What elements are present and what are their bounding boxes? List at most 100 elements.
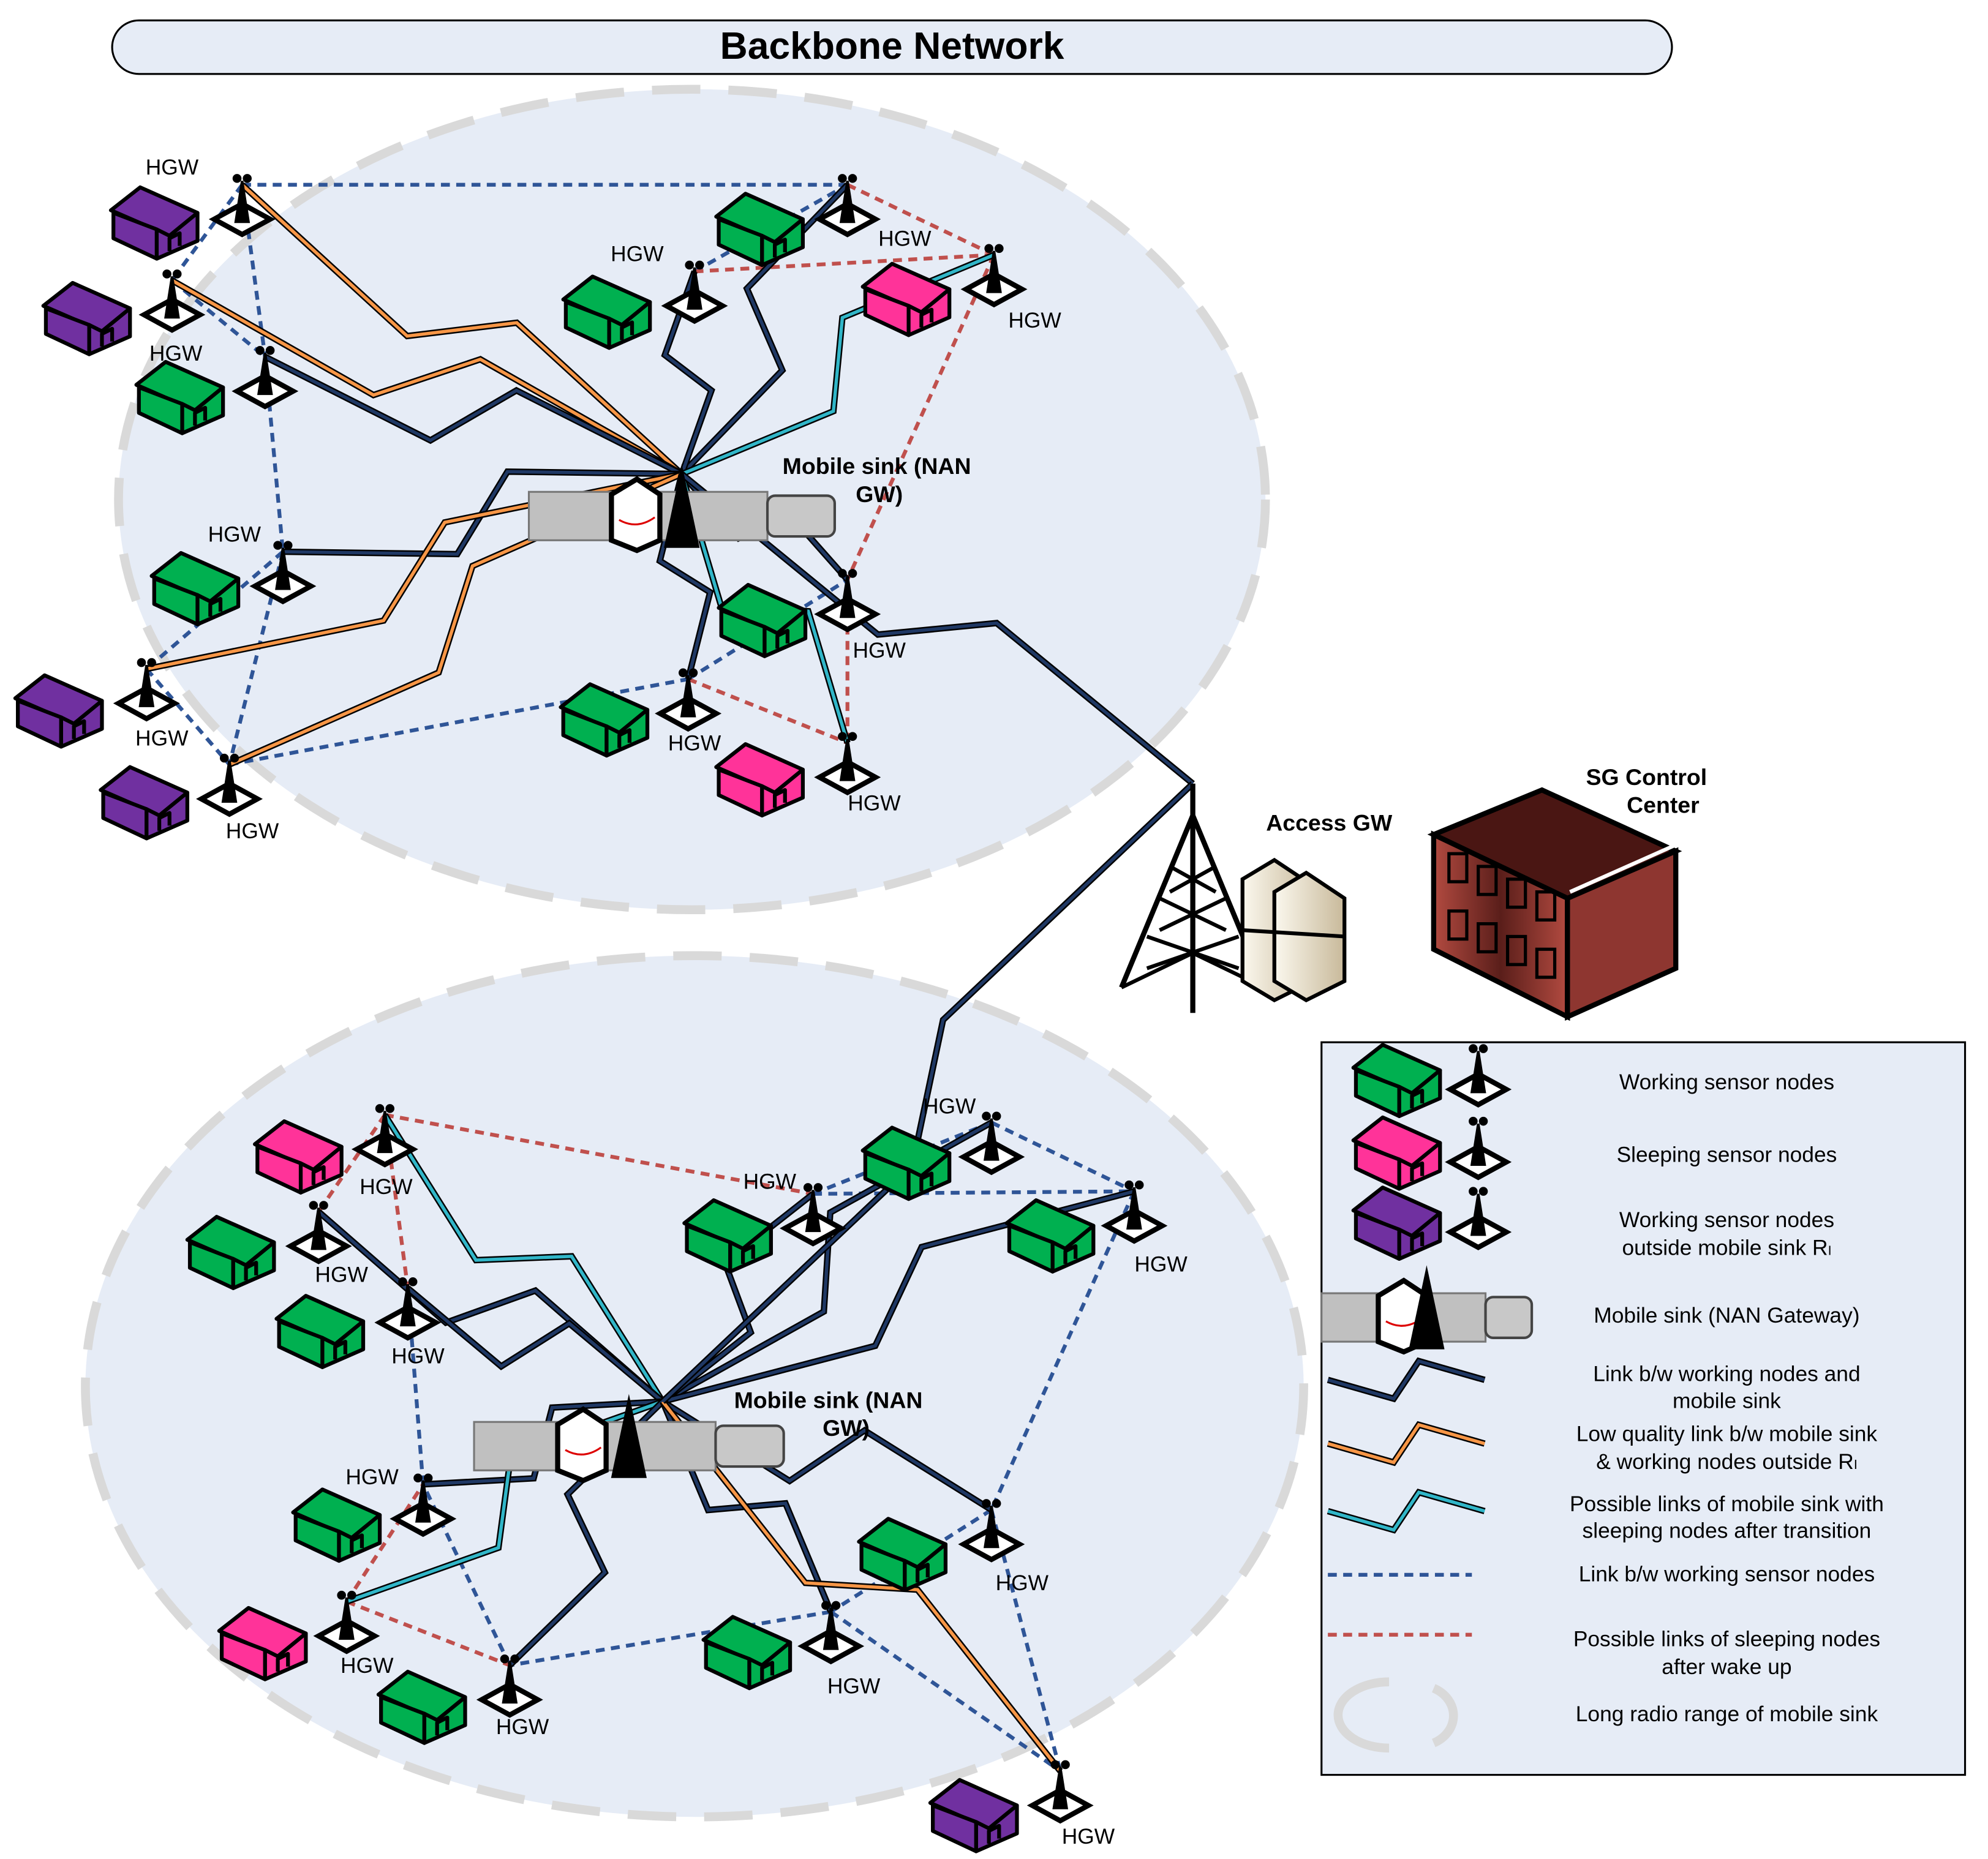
wireless-link	[679, 471, 1195, 786]
sensor-node	[253, 1104, 418, 1195]
hgw-label: HGW	[827, 1674, 881, 1698]
sensor-node	[860, 244, 1028, 337]
legend-item-label: Link b/w working sensor nodes	[1579, 1562, 1875, 1586]
hgw-label: HGW	[149, 342, 203, 366]
wireless-link	[660, 781, 1195, 1404]
legend-item-label-line2: after wake up	[1662, 1655, 1791, 1679]
antenna-icon	[208, 174, 276, 238]
backbone-title: Backbone Network	[720, 24, 1064, 67]
hgw-label: HGW	[668, 732, 721, 756]
antenna-icon	[285, 1201, 352, 1264]
sensor-node	[185, 1201, 352, 1290]
sensor-node	[857, 1499, 1025, 1593]
hgw-label: HGW	[853, 639, 906, 663]
access-gw-label: Access GW	[1266, 810, 1393, 836]
sensor-node	[701, 1601, 865, 1691]
legend-item-label: Long radio range of mobile sink	[1576, 1702, 1878, 1726]
sensor-node	[217, 1590, 380, 1681]
house-icon	[1351, 1115, 1442, 1191]
sensor-link	[345, 1599, 511, 1667]
antenna-icon	[661, 260, 728, 325]
sensor-link	[829, 1610, 1061, 1773]
sensor-node	[860, 1111, 1025, 1201]
house-icon	[860, 1125, 952, 1201]
sensor-node	[559, 668, 722, 758]
house-icon	[682, 1198, 773, 1274]
house-icon	[860, 261, 952, 337]
sensor-node	[717, 569, 881, 658]
house-icon	[928, 1778, 1019, 1853]
antenna-icon	[232, 346, 299, 410]
backbone-network-banner: Backbone Network	[111, 19, 1673, 75]
antenna-icon	[1026, 1760, 1094, 1824]
router-icon	[609, 476, 663, 554]
sensor-link	[170, 183, 244, 282]
sensor-link	[384, 1113, 814, 1196]
house-icon	[99, 765, 189, 841]
sg-control-center: SG Control Center	[1427, 764, 1707, 1021]
hgw-label: HGW	[391, 1345, 445, 1369]
wireless-link	[263, 354, 683, 477]
sensor-link	[170, 279, 266, 359]
legend-item-label: Working sensor nodes	[1619, 1070, 1834, 1094]
control-center-label-line1: SG Control	[1586, 764, 1707, 790]
top-sink-label-line1: Mobile sink (NAN	[783, 453, 971, 479]
sensor-node	[291, 1473, 457, 1563]
wireless-link	[1327, 1489, 1486, 1534]
wireless-link	[1327, 1357, 1486, 1403]
house-icon	[217, 1606, 308, 1681]
sensor-link	[405, 1288, 425, 1485]
house-icon	[291, 1487, 382, 1563]
sensor-node	[682, 1183, 846, 1274]
legend-item-label: Possible links of mobile sink with	[1570, 1492, 1884, 1516]
house-icon	[717, 583, 808, 658]
house-icon	[1004, 1198, 1096, 1274]
antenna-icon	[390, 1473, 457, 1538]
antenna-icon	[814, 732, 881, 796]
sensor-node	[274, 1277, 442, 1369]
bottom-sink-label-line2: GW)	[823, 1415, 870, 1441]
legend-item-label: Possible links of sleeping nodes	[1573, 1627, 1880, 1651]
legend-item-label: Mobile sink (NAN Gateway)	[1594, 1304, 1859, 1328]
sensor-link	[845, 254, 996, 581]
sensor-link	[989, 1190, 1136, 1511]
legend-range-icon	[1333, 1677, 1390, 1753]
sensor-node	[561, 260, 728, 350]
wireless-link	[382, 1113, 666, 1403]
control-center-label-line2: Center	[1627, 792, 1700, 818]
house-icon	[561, 274, 652, 350]
legend-item-label: Low quality link b/w mobile sink	[1576, 1422, 1878, 1446]
hgw-label: HGW	[848, 791, 901, 815]
router-icon	[555, 1406, 609, 1484]
top-sink-label-line2: GW)	[856, 481, 903, 507]
antenna-icon	[476, 1654, 543, 1718]
antenna-icon	[814, 569, 881, 633]
sensor-link	[687, 677, 848, 745]
house-icon	[13, 673, 104, 749]
sensor-node	[99, 753, 263, 841]
hgw-label: HGW	[878, 227, 932, 251]
hgw-label: HGW	[226, 819, 279, 843]
top-mobile-sink	[527, 464, 836, 554]
house-icon	[714, 192, 805, 267]
legend-item-label-line2: & working nodes outside Rₗ	[1596, 1450, 1858, 1474]
sensor-link	[990, 1121, 1135, 1193]
sensor-link	[509, 1610, 832, 1667]
hgw-label: HGW	[135, 726, 189, 750]
antenna-icon	[960, 244, 1028, 308]
legend-node-icon	[1351, 1043, 1512, 1118]
antenna-icon	[196, 753, 263, 817]
sink-antenna-icon	[664, 464, 700, 548]
antenna-icon	[958, 1499, 1025, 1563]
legend-item-label-line2: sleeping nodes after transition	[1583, 1519, 1872, 1543]
hgw-label: HGW	[1008, 309, 1061, 332]
sensor-node	[714, 174, 881, 267]
hgw-label: HGW	[345, 1465, 399, 1489]
house-icon	[149, 551, 241, 626]
sensor-link	[693, 183, 849, 273]
antenna-icon	[780, 1183, 846, 1247]
house-icon	[714, 742, 805, 817]
hgw-label: HGW	[315, 1263, 368, 1286]
